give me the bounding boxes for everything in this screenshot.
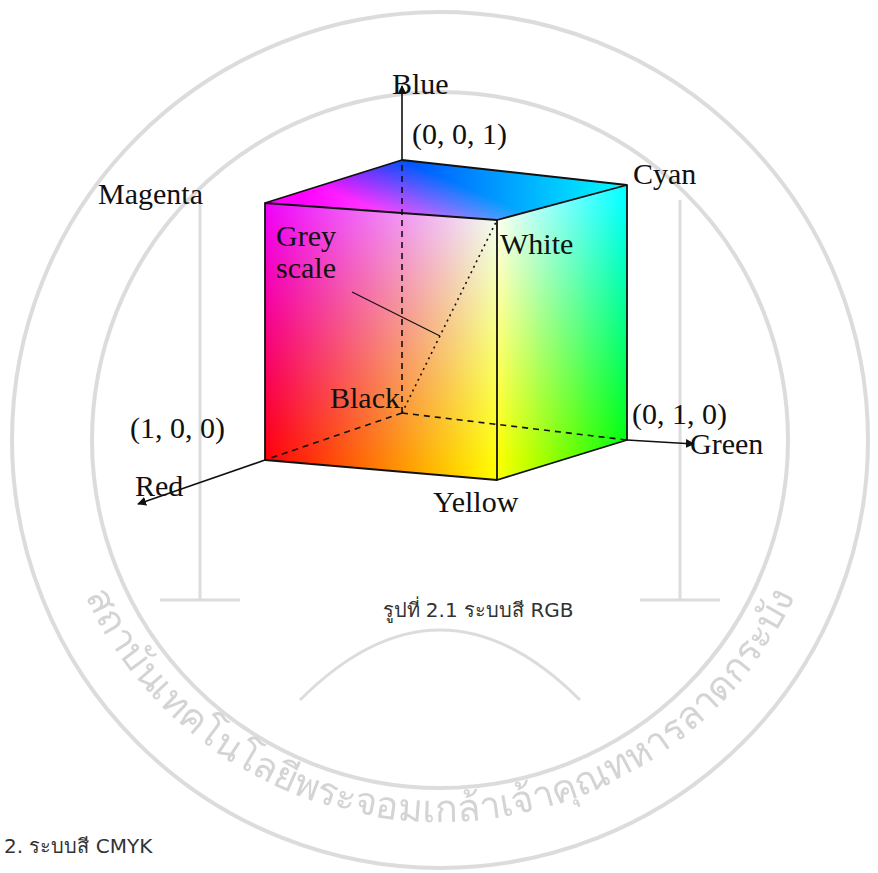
vertex-label: White (500, 228, 573, 260)
watermark-text: สถาบันเทคโนโลยีพระจอมเกล้าเจ้าคุณทหารลาด… (77, 580, 803, 831)
vertex-label: Cyan (633, 158, 696, 190)
axis-label: Green (690, 428, 763, 460)
cube-edges (265, 160, 627, 480)
section-heading: 2. ระบบสี CMYK (4, 836, 152, 857)
axis-label: Blue (392, 68, 449, 100)
watermark-text-group: สถาบันเทคโนโลยีพระจอมเกล้าเจ้าคุณทหารลาด… (77, 580, 803, 831)
coordinate-label: (1, 0, 0) (130, 412, 225, 444)
coordinate-label: (0, 0, 1) (412, 118, 507, 150)
diagonal-label: Grey scale (276, 220, 360, 283)
vertex-label: Black (330, 382, 400, 414)
cube-faces (265, 160, 627, 480)
figure-caption: รูปที่ 2.1 ระบบสี RGB (383, 600, 574, 621)
axis-label: Red (135, 470, 183, 502)
coordinate-label: (0, 1, 0) (632, 398, 727, 430)
vertex-label: Magenta (98, 178, 203, 210)
vertex-label: Yellow (433, 486, 518, 518)
watermark-seal (12, 12, 868, 868)
